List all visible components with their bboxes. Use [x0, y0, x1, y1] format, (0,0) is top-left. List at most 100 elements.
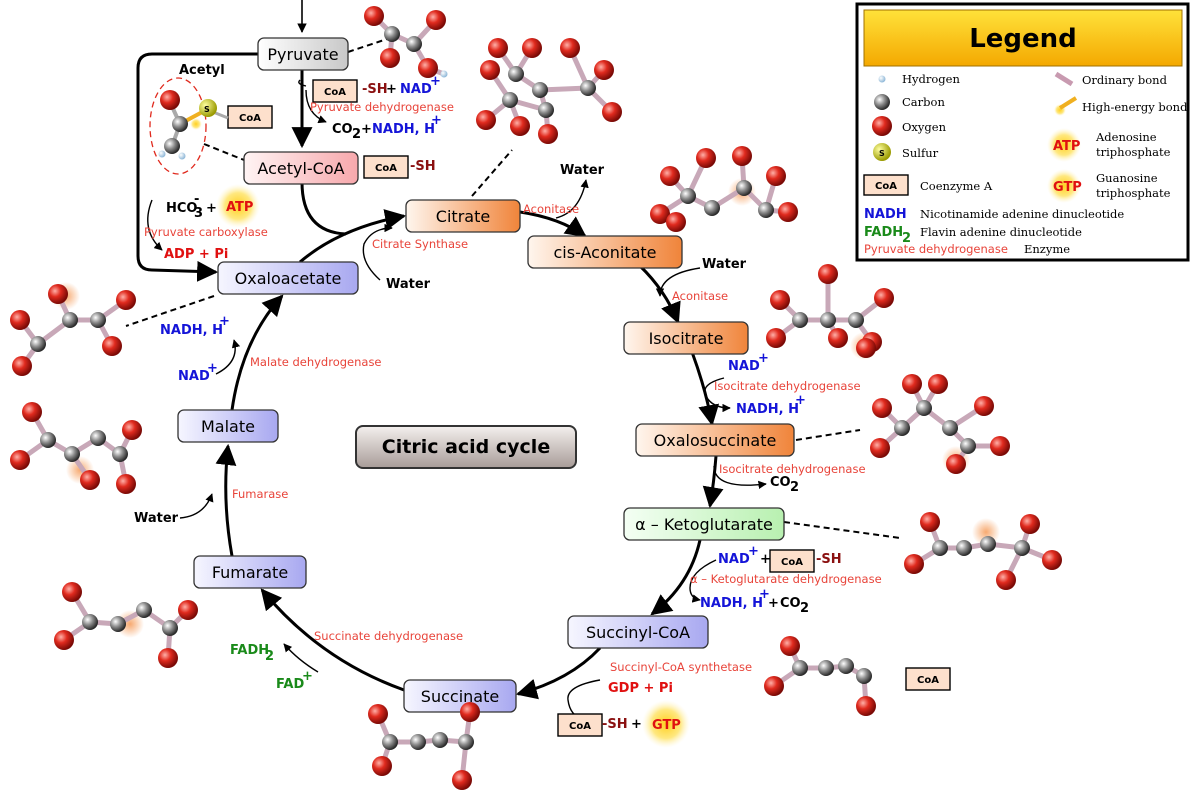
- legend-ordinary-bond: Ordinary bond: [1082, 73, 1168, 87]
- arrow-ketoglutarate-to-succinyl-coa: [650, 539, 702, 616]
- node-label-cis-aconitate: cis-Aconitate: [553, 243, 656, 262]
- fad-charge: +: [302, 669, 313, 684]
- sh-3: -SH: [816, 552, 842, 567]
- node-fumarate: Fumarate: [193, 555, 307, 589]
- cycle-arrows: [136, 0, 724, 700]
- nadh-1: NADH, H: [372, 122, 435, 137]
- coa-text-5: CoA: [569, 721, 591, 732]
- center-title: Citric acid cycle: [355, 425, 577, 469]
- node-citrate: Citrate: [405, 199, 521, 233]
- enzyme-pyruvate-carboxylase: Pyruvate carboxylase: [144, 225, 268, 239]
- nad-3-charge: +: [748, 544, 759, 559]
- legend-nadh-desc: Nicotinamide adenine dinucleotide: [920, 207, 1124, 221]
- coa-box-3: CoA: [227, 105, 273, 129]
- nad-2: NAD: [728, 359, 760, 374]
- plus-3: +: [206, 201, 217, 216]
- arrow-isocitrate-to-oxalosuccinate: [690, 351, 720, 427]
- succinyl-coa-molecule: [764, 636, 876, 716]
- node-label-citrate: Citrate: [436, 207, 490, 226]
- hco3: HCO: [166, 201, 197, 216]
- coa-text-6: CoA: [917, 675, 939, 686]
- nad-4: NAD: [178, 369, 210, 384]
- coa-box-6: CoA: [905, 667, 951, 691]
- legend-fadh-desc: Flavin adenine dinucleotide: [920, 225, 1082, 239]
- enzyme-isocitrate-dehydrogenase-1: Isocitrate dehydrogenase: [714, 379, 861, 393]
- sh-2: -SH: [410, 159, 436, 174]
- succinate-molecule: [368, 702, 480, 790]
- adp-pi: ADP + Pi: [164, 247, 228, 262]
- fumarate-molecule: [54, 582, 198, 668]
- legend-coenzyme-a: Coenzyme A: [920, 179, 993, 193]
- oxygen-icon: [872, 116, 892, 136]
- node-pyruvate: Pyruvate: [257, 37, 349, 71]
- carbon-icon: [874, 94, 890, 110]
- nadh-2-charge: +: [795, 393, 806, 408]
- legend-atp-text: ATP: [1053, 139, 1080, 154]
- legend-oxygen: Oxygen: [902, 120, 947, 134]
- nad-4-charge: +: [207, 361, 218, 376]
- arrow-succinate-to-fumarate: [260, 588, 405, 692]
- co2-1: CO: [332, 122, 353, 137]
- atp-burst-1: ATP: [216, 184, 260, 228]
- plus-1: +: [386, 82, 397, 97]
- legend-fadh-abbr: FADH: [864, 225, 903, 240]
- atp-1: ATP: [226, 200, 253, 215]
- coa-text-3: CoA: [239, 113, 261, 124]
- sh-1: -SH: [362, 82, 388, 97]
- enzyme-succinate-dehydrogenase: Succinate dehydrogenase: [314, 629, 463, 643]
- node-succinate: Succinate: [403, 679, 517, 713]
- arrow-fumarate-to-malate: [215, 443, 237, 557]
- co2-3: CO: [780, 596, 801, 611]
- node-label-acetyl-coa: Acetyl-CoA: [257, 159, 344, 178]
- citrate-molecule: [476, 38, 622, 144]
- cis-aconitate-molecule: [650, 146, 798, 232]
- node-label-fumarate: Fumarate: [212, 563, 288, 582]
- legend-high-energy-bond: High-energy bond: [1082, 100, 1188, 114]
- legend-s-letter: S: [879, 149, 885, 158]
- node-oxalosuccinate: Oxalosuccinate: [635, 423, 795, 457]
- cofactor-labels: -SH + NAD + CO 2 + NADH, H + -SH HCO 3 -…: [134, 63, 842, 732]
- nad-1: NAD: [400, 82, 432, 97]
- co2-3-sub: 2: [800, 601, 809, 616]
- coa-box-2: CoA: [363, 155, 409, 179]
- nad-2-charge: +: [758, 351, 769, 366]
- fadh2-sub: 2: [265, 649, 274, 664]
- gdp-pi: GDP + Pi: [608, 681, 673, 696]
- node-label-succinate: Succinate: [421, 687, 499, 706]
- fad: FAD: [276, 677, 304, 692]
- hydrogen-icon: [878, 75, 886, 83]
- water-3: Water: [702, 257, 747, 272]
- arrow-succinyl-coa-to-succinate: [515, 646, 602, 700]
- isocitrate-molecule: [766, 264, 894, 360]
- plus-4: +: [760, 552, 771, 567]
- nadh-4-charge: +: [219, 314, 230, 329]
- coa-box-4: CoA: [769, 549, 815, 573]
- enzyme-labels: Pyruvate dehydrogenase Pyruvate carboxyl…: [144, 100, 882, 674]
- nadh-1-charge: +: [431, 113, 442, 128]
- legend: Legend Hydrogen Carbon Oxygen S Sulfur C…: [855, 2, 1190, 262]
- node-ketoglutarate: α – Ketoglutarate: [623, 507, 785, 541]
- co2-2-sub: 2: [790, 480, 799, 495]
- node-malate: Malate: [177, 409, 279, 443]
- legend-hydrogen: Hydrogen: [902, 72, 960, 86]
- diagram-title: Citric acid cycle: [382, 436, 550, 458]
- nadh-4: NADH, H: [160, 323, 223, 338]
- legend-atp-line1: Adenosine: [1095, 130, 1157, 144]
- legend-gtp-line2: triphosphate: [1096, 186, 1171, 200]
- enzyme-succinyl-coa-synthetase: Succinyl-CoA synthetase: [610, 660, 752, 674]
- legend-atp-line2: triphosphate: [1096, 145, 1171, 159]
- atp-icon: [1047, 128, 1081, 162]
- enzyme-fumarase: Fumarase: [232, 487, 288, 501]
- pyruvate-molecule: [364, 6, 448, 78]
- malate-molecule: [10, 402, 142, 494]
- node-label-oxaloacetate: Oxaloacetate: [235, 269, 342, 288]
- side-arrows: [147, 79, 767, 722]
- node-label-isocitrate: Isocitrate: [649, 329, 724, 348]
- node-acetyl-coa: Acetyl-CoA: [243, 151, 359, 185]
- arrow-acetyl-coa-to-citrate: [300, 181, 347, 236]
- node-label-succinyl-coa: Succinyl-CoA: [586, 623, 690, 642]
- node-succinyl-coa: Succinyl-CoA: [567, 615, 709, 649]
- plus-2: +: [361, 122, 372, 137]
